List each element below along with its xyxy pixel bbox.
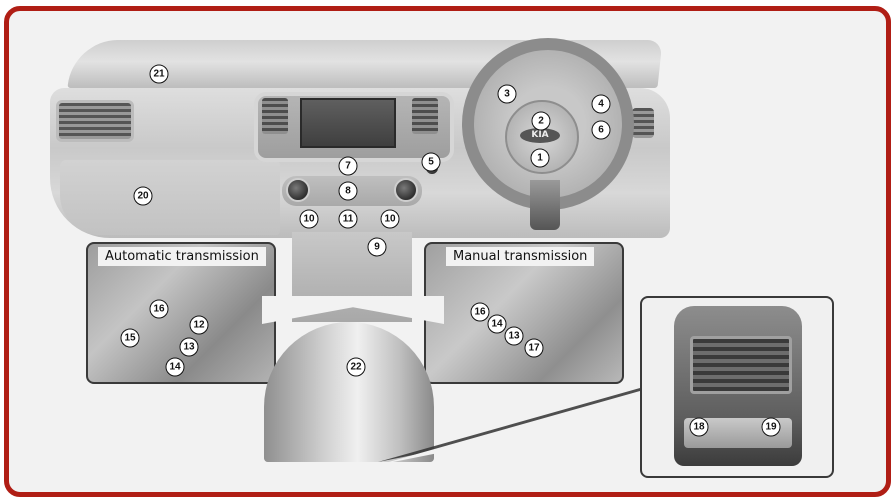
callout-4: 4 [591, 94, 611, 114]
climate-knob-left [286, 178, 310, 202]
callout-22: 22 [346, 357, 366, 377]
callout-auto-12: 12 [189, 315, 209, 335]
callout-3: 3 [497, 84, 517, 104]
callout-20: 20 [133, 186, 153, 206]
side-air-vent-left [56, 100, 134, 142]
callout-10-right: 10 [380, 209, 400, 229]
climate-knob-right [394, 178, 418, 202]
callout-9: 9 [367, 237, 387, 257]
manual-transmission-inset: Manual transmission [424, 242, 624, 384]
callout-7: 7 [338, 156, 358, 176]
callout-1: 1 [530, 148, 550, 168]
automatic-transmission-label: Automatic transmission [98, 247, 266, 266]
callout-6: 6 [591, 120, 611, 140]
callout-10-left: 10 [299, 209, 319, 229]
steering-column [530, 180, 560, 230]
callout-manual-13: 13 [504, 326, 524, 346]
callout-8: 8 [338, 181, 358, 201]
center-vent-right [412, 98, 438, 134]
callout-manual-17: 17 [524, 338, 544, 358]
callout-auto-14: 14 [165, 357, 185, 377]
manual-transmission-label: Manual transmission [446, 247, 595, 266]
callout-manual-16: 16 [470, 302, 490, 322]
callout-auto-15: 15 [120, 328, 140, 348]
callout-rear-18: 18 [689, 417, 709, 437]
glove-box [60, 160, 280, 235]
callout-manual-14: 14 [487, 314, 507, 334]
rear-air-vent [690, 336, 792, 394]
callout-21: 21 [149, 64, 169, 84]
callout-rear-19: 19 [761, 417, 781, 437]
callout-auto-13: 13 [179, 337, 199, 357]
center-vent-left [262, 98, 288, 134]
callout-auto-16: 16 [149, 299, 169, 319]
infotainment-screen [300, 98, 396, 148]
callout-5: 5 [421, 152, 441, 172]
callout-2: 2 [531, 111, 551, 131]
callout-11: 11 [338, 209, 358, 229]
side-air-vent-right [632, 108, 654, 138]
brand-logo: KIA [520, 128, 560, 143]
console-armrest [264, 322, 434, 462]
